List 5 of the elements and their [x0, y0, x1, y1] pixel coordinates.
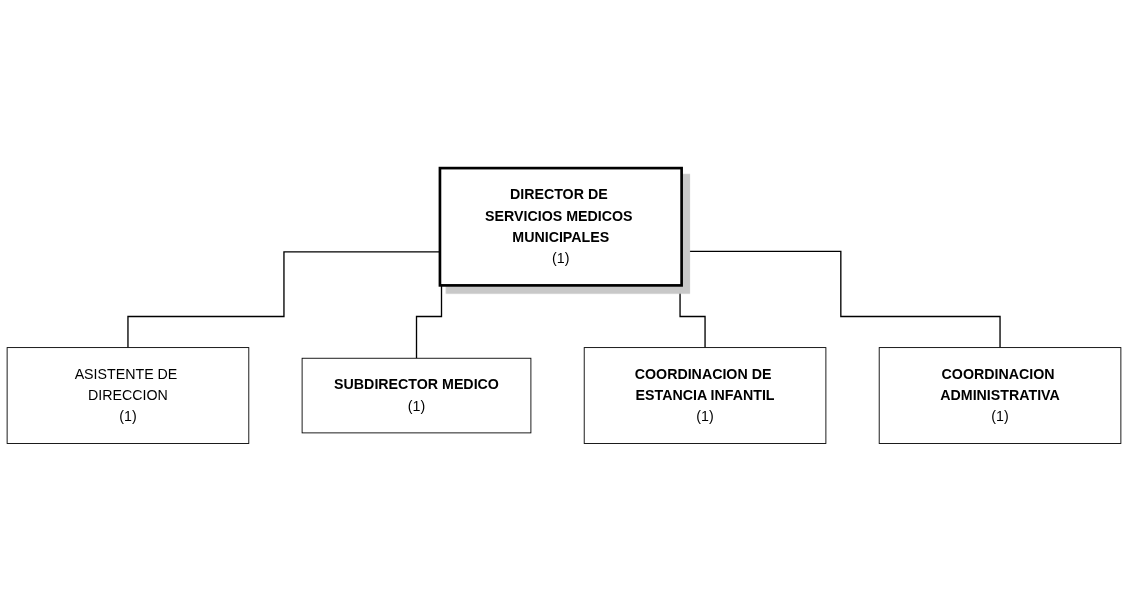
node-box: SUBDIRECTOR MEDICO (1): [301, 357, 532, 434]
node-box: COORDINACION DE ESTANCIA INFANTIL (1): [583, 347, 827, 445]
node-box: ASISTENTE DE DIRECCION (1): [6, 347, 250, 445]
node-box: COORDINACION ADMINISTRATIVA (1): [878, 347, 1122, 445]
node-box: DIRECTOR DE SERVICIOS MEDICOS MUNICIPALES (1): [438, 166, 683, 287]
